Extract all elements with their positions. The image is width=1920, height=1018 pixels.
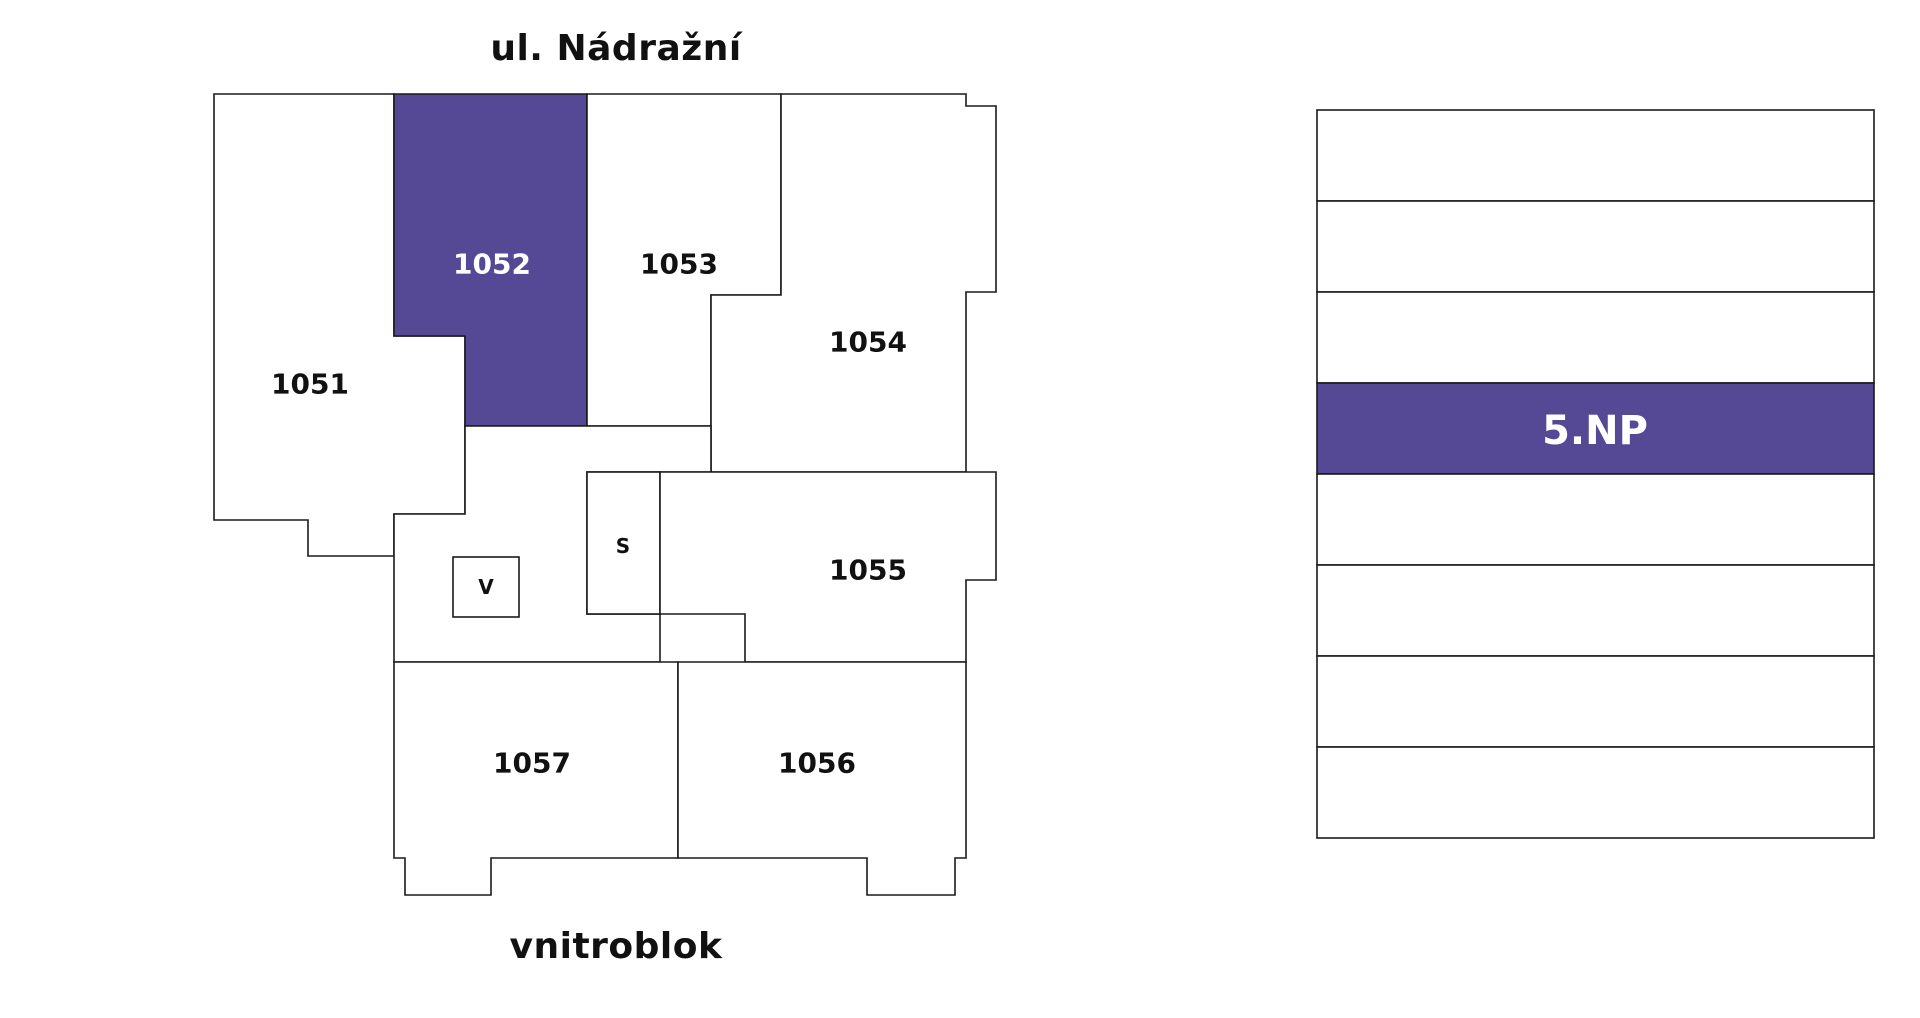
floor-selector: 5.NP [1316,109,1875,839]
floor-button-2[interactable] [1316,200,1875,293]
unit-1056[interactable] [677,661,967,896]
unit-1055[interactable] [659,471,997,663]
street-label-bottom: vnitroblok [509,926,723,967]
lift [452,556,520,618]
floor-button-1[interactable] [1316,109,1875,202]
floor-button-5[interactable] [1316,473,1875,566]
street-label-top: ul. Nádražní [490,28,742,69]
stairs [586,471,661,615]
unit-1057[interactable] [393,661,679,896]
floor-button-7[interactable] [1316,655,1875,748]
floor-plan: 1051 1052 1053 1054 S V 1055 1057 1056 [213,93,997,896]
floor-button-selected[interactable] [1316,382,1875,475]
floor-button-6[interactable] [1316,564,1875,657]
floor-button-3[interactable] [1316,291,1875,384]
unit-1054[interactable] [710,93,997,473]
floor-button-8[interactable] [1316,746,1875,839]
